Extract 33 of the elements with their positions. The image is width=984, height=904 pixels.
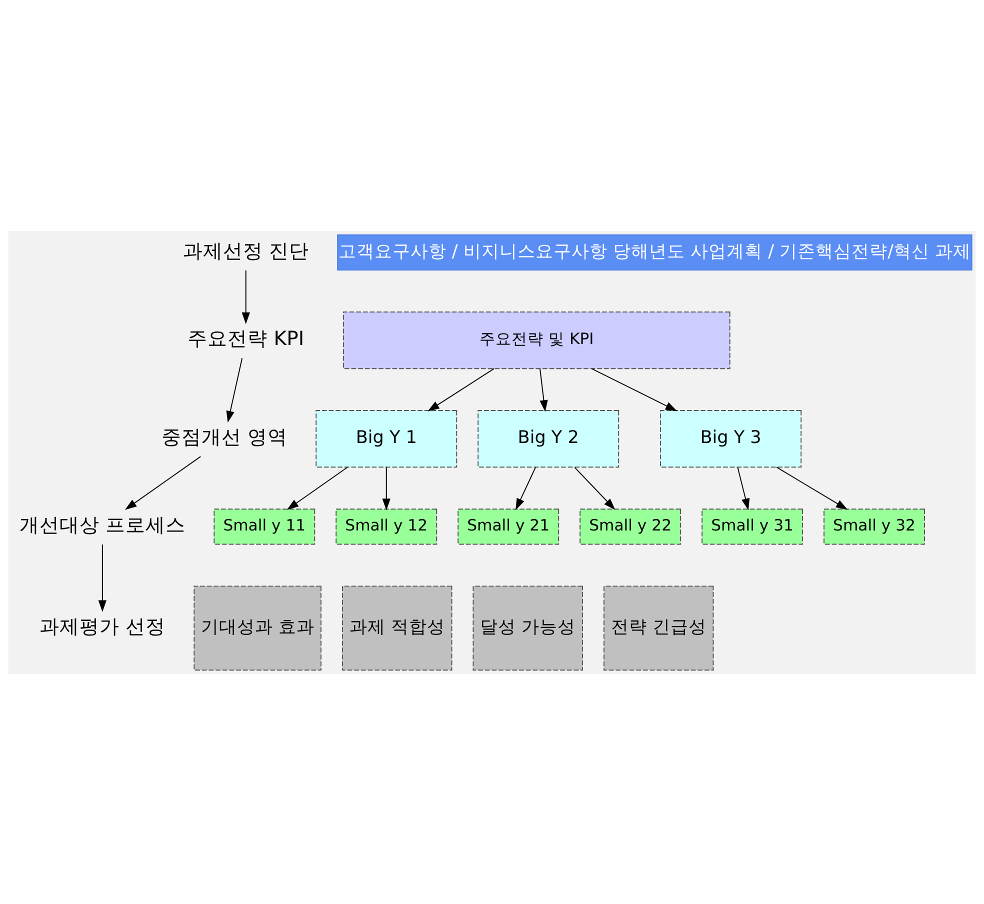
- arrow: [539, 368, 548, 412]
- arrow: [98, 544, 107, 612]
- node-box: Small y 31: [702, 508, 804, 544]
- node-box: Small y 11: [214, 508, 316, 544]
- node-text: 중점개선 영역: [161, 425, 288, 448]
- node-box: Small y 32: [824, 508, 925, 544]
- arrow: [382, 466, 390, 510]
- arrow: [776, 466, 848, 510]
- arrow: [226, 357, 243, 422]
- node-box: Big Y 2: [478, 410, 620, 468]
- node-box: 과제 적합성: [342, 585, 452, 670]
- node-text: 과제평가 선정: [39, 614, 166, 638]
- arrow: [286, 466, 348, 510]
- node-box: 고객요구사항 / 비지니스요구사항 당해년도 사업계획 / 기존핵심전략/혁신 과제: [337, 234, 972, 270]
- node-box: 주요전략 및 KPI: [342, 311, 730, 369]
- node-box: Big Y 3: [660, 410, 802, 468]
- arrow: [737, 466, 750, 510]
- node-box: 달성 가능성: [472, 585, 583, 670]
- arrow: [591, 368, 678, 411]
- arrow: [124, 456, 202, 510]
- node-box: Big Y 1: [316, 410, 458, 468]
- arrow: [516, 466, 536, 510]
- node-box: Small y 12: [336, 508, 438, 544]
- node-text: 개선대상 프로세스: [19, 513, 186, 536]
- node-box: Small y 21: [458, 508, 560, 544]
- arrow: [428, 368, 494, 411]
- node-text: 주요전략 KPI: [188, 326, 304, 350]
- node-box: 기대성과 효과: [194, 585, 322, 670]
- node-box: Small y 22: [580, 508, 682, 544]
- arrow: [574, 466, 616, 510]
- node-text: 과제선정 진단: [182, 238, 309, 262]
- node-box: 전략 긴급성: [603, 585, 714, 670]
- arrow: [242, 269, 250, 324]
